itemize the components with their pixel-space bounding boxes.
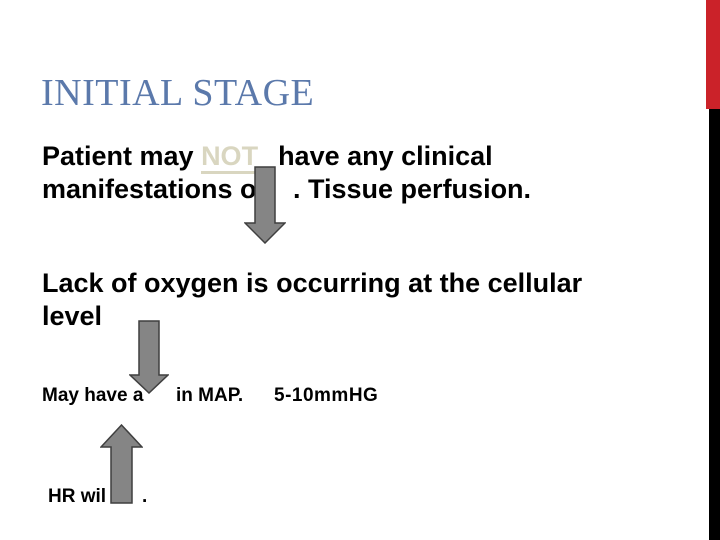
paragraph-clinical-line2-post: . Tissue perfusion. bbox=[293, 174, 532, 204]
paragraph-oxygen-line1: Lack of oxygen is occurring at the cellu… bbox=[42, 268, 583, 298]
down-arrow-icon bbox=[129, 320, 169, 394]
hr-line-post: . bbox=[142, 486, 148, 507]
not-highlight: NOT bbox=[201, 141, 267, 174]
down-arrow-icon bbox=[244, 166, 286, 244]
paragraph-clinical-line2: manifestations o . Tissue perfusion. bbox=[42, 173, 531, 206]
map-line-mid: in MAP. bbox=[176, 385, 244, 406]
paragraph-clinical-line1-pre: Patient may bbox=[42, 141, 202, 171]
black-accent-bar bbox=[709, 109, 720, 540]
hr-line-pre: HR wil bbox=[48, 486, 107, 507]
slide-title: INITIAL STAGE bbox=[41, 72, 315, 114]
paragraph-clinical-line1-post: have any clinical bbox=[278, 141, 493, 171]
map-value: 5-10mmHG bbox=[274, 385, 379, 406]
paragraph-clinical-line2-pre: manifestations o bbox=[42, 174, 257, 204]
up-arrow-icon bbox=[100, 424, 143, 504]
map-line-pre: May have a bbox=[42, 385, 144, 406]
paragraph-oxygen-line2: level bbox=[42, 301, 103, 331]
paragraph-clinical: Patient may NOT have any clinical manifes… bbox=[42, 140, 531, 206]
red-accent-bar bbox=[706, 0, 720, 109]
paragraph-clinical-line1: Patient may NOT have any clinical bbox=[42, 140, 493, 174]
paragraph-oxygen: Lack of oxygen is occurring at the cellu… bbox=[42, 267, 582, 333]
